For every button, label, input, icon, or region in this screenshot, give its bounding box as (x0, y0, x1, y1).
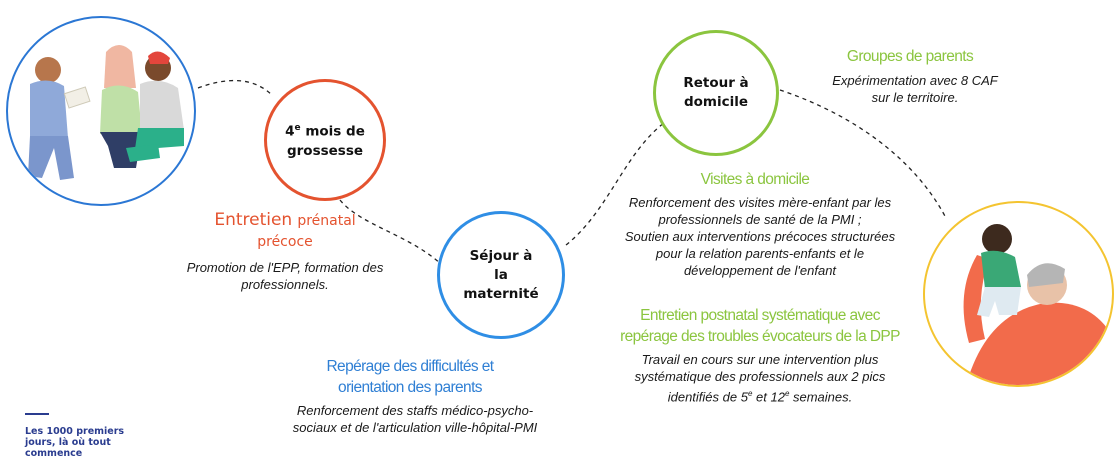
postnatal-desc-line3: identifiés de 5e et 12e semaines. (667, 389, 853, 405)
postnatal-desc-line2: systématique des professionnels aux 2 pi… (634, 369, 886, 384)
visites-desc-line3: Soutien aux interventions précoces struc… (624, 229, 896, 244)
step-grossesse-line2: grossesse (286, 142, 364, 159)
brand-line1: Les 1000 premiers (25, 426, 125, 437)
brand-bar (25, 413, 49, 415)
step-maternite-line3: maternité (463, 285, 539, 302)
reperage-title-line1: Repérage des difficultés et (326, 358, 494, 375)
reperage-desc-line1: Renforcement des staffs médico-psycho- (296, 403, 534, 418)
reperage-title-line2: orientation des parents (338, 379, 482, 396)
entretien-prenatal-title: Entretien prénatal précoce (190, 209, 380, 252)
step-domicile-circle: Retour à domicile (653, 30, 779, 156)
step-maternite-circle: Séjour à la maternité (437, 211, 565, 339)
entretien-prenatal-title-part3: précoce (257, 234, 313, 250)
visites-desc-line2: professionnels de santé de la PMI ; (658, 212, 862, 227)
visites-desc-line1: Renforcement des visites mère-enfant par… (628, 195, 892, 210)
brand-line2: jours, là où tout (25, 437, 111, 448)
brand-line3: commence (25, 448, 83, 459)
groupes-desc-line2: sur le territoire. (871, 90, 959, 105)
reperage-title: Repérage des difficultés et orientation … (300, 356, 520, 398)
postnatal-desc-line1: Travail en cours sur une intervention pl… (641, 352, 879, 367)
visites-desc-line5: développement de l'enfant (683, 263, 837, 278)
connector-maternite-to-domicile (565, 119, 669, 246)
reperage-desc: Renforcement des staffs médico-psycho- s… (265, 402, 565, 436)
step-domicile-line1: Retour à (683, 75, 749, 91)
postnatal-title: Entretien postnatal systématique avec re… (600, 305, 920, 347)
groupes-title: Groupes de parents (846, 48, 974, 65)
parent-baby-illustration (923, 201, 1114, 387)
step-maternite-line1: Séjour à (469, 247, 533, 264)
visites-title: Visites à domicile (700, 171, 810, 188)
entretien-prenatal-desc-line2: professionnels. (241, 277, 329, 292)
step-maternite-line2: la (494, 266, 508, 283)
postnatal-title-line2: repérage des troubles évocateurs de la D… (620, 328, 900, 345)
step-grossesse-circle: 4e mois de grossesse (264, 79, 386, 201)
entretien-prenatal-desc-line1: Promotion de l'EPP, formation des (186, 260, 384, 275)
connector-grossesse-to-maternite (339, 199, 443, 266)
groupes-desc: Expérimentation avec 8 CAF sur le territ… (815, 72, 1015, 106)
postnatal-title-line1: Entretien postnatal systématique avec (640, 307, 880, 324)
step-grossesse-line1: 4e mois de (285, 123, 365, 140)
entretien-prenatal-desc: Promotion de l'EPP, formation des profes… (160, 259, 410, 293)
groupes-desc-line1: Expérimentation avec 8 CAF (832, 73, 998, 88)
reperage-desc-line2: sociaux et de l'articulation ville-hôpit… (292, 420, 538, 435)
entretien-prenatal-title-part1: Entretien (214, 210, 293, 230)
entretien-prenatal-title-part2: prénatal (297, 213, 356, 229)
visites-desc-line4: pour la relation parents-enfants et le (655, 246, 865, 261)
connector-photo-to-grossesse (197, 79, 273, 96)
connector-domicile-to-photo (779, 89, 947, 219)
visites-desc: Renforcement des visites mère-enfant par… (600, 194, 920, 279)
step-domicile-line2: domicile (683, 94, 749, 110)
postnatal-desc: Travail en cours sur une intervention pl… (605, 351, 915, 405)
brand-tagline: Les 1000 premiers jours, là où tout comm… (25, 426, 135, 459)
parents-consultation-illustration (6, 16, 196, 206)
